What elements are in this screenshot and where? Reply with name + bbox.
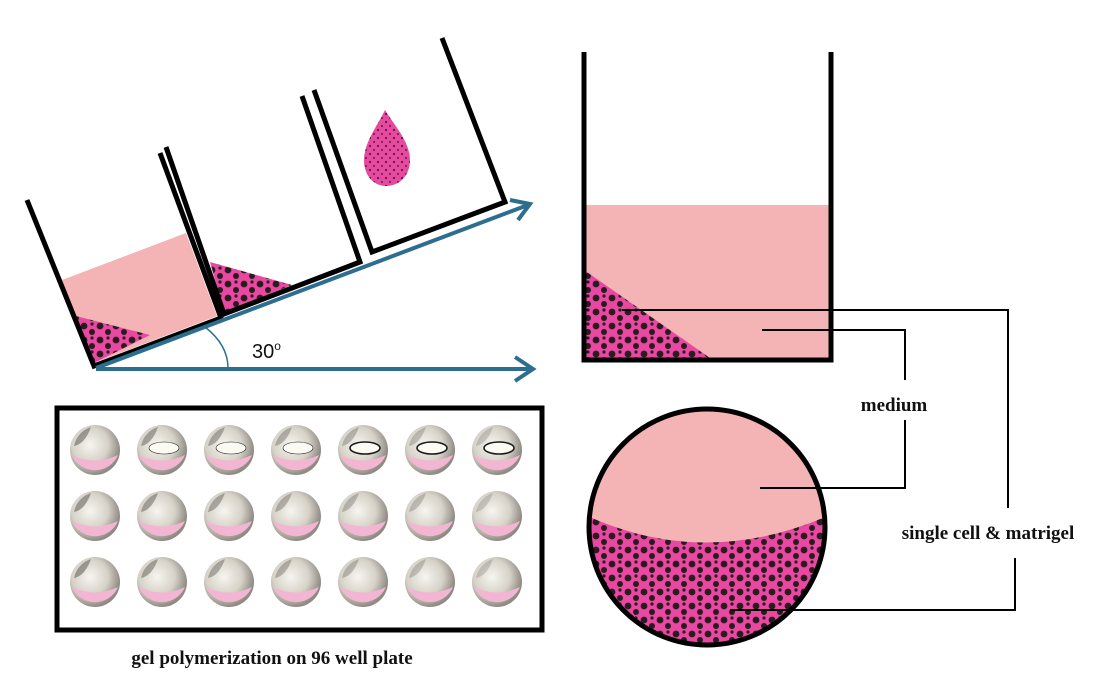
plate-well (472, 557, 522, 607)
top-view-circle (586, 406, 828, 648)
upright-well-outline (581, 52, 834, 363)
matrigel-leader-upper (622, 309, 1009, 508)
tilted-arrow-shaft (95, 203, 529, 370)
well-1-matrigel (72, 315, 150, 363)
tilted-well-3 (311, 37, 509, 256)
medium-label: medium (861, 395, 928, 416)
plate-well (204, 557, 254, 607)
tilted-well-2 (163, 95, 364, 318)
plate-well (405, 557, 455, 607)
plate-well (405, 425, 455, 475)
matrigel-leader-lower (730, 558, 1016, 611)
plate-well (204, 491, 254, 541)
plate-well (204, 425, 254, 475)
well-1-outline (24, 152, 225, 370)
plate-well (70, 425, 120, 475)
plate-well (338, 557, 388, 607)
plate-well (338, 425, 388, 475)
plate-well (405, 491, 455, 541)
upright-well (581, 52, 834, 363)
well-plate-photo (54, 405, 545, 633)
circle-matrigel (589, 515, 825, 645)
tilted-wells (24, 37, 509, 370)
plate-wells (70, 425, 522, 607)
matrigel-drop (364, 110, 410, 186)
plate-well (338, 491, 388, 541)
leader-lines (622, 309, 1016, 611)
upright-well-matrigel (584, 270, 710, 358)
plate-well (271, 557, 321, 607)
plate-well (137, 557, 187, 607)
medium-leader-lower (760, 420, 906, 489)
plate-well (137, 491, 187, 541)
horizontal-arrow-head (513, 355, 537, 383)
plate-well (137, 425, 187, 475)
tilt-axes: 30o (95, 198, 537, 383)
plate-well (70, 557, 120, 607)
well-3-outline (311, 37, 509, 256)
single-cell-label: single cell & matrigel (902, 523, 1075, 544)
plate-well (70, 491, 120, 541)
well-2-outline (163, 95, 364, 318)
circle-outline (586, 406, 828, 648)
plate-well (472, 425, 522, 475)
plate-well (271, 491, 321, 541)
medium-leader-upper (762, 329, 906, 380)
tilted-arrow-head (509, 198, 534, 222)
plate-caption: gel polymerization on 96 well plate (131, 648, 412, 669)
angle-arc (204, 326, 229, 369)
plate-well (472, 491, 522, 541)
plate-well (271, 425, 321, 475)
well-2-matrigel (210, 262, 292, 312)
tilted-well-1 (24, 152, 225, 370)
angle-label: 30o (252, 339, 281, 363)
